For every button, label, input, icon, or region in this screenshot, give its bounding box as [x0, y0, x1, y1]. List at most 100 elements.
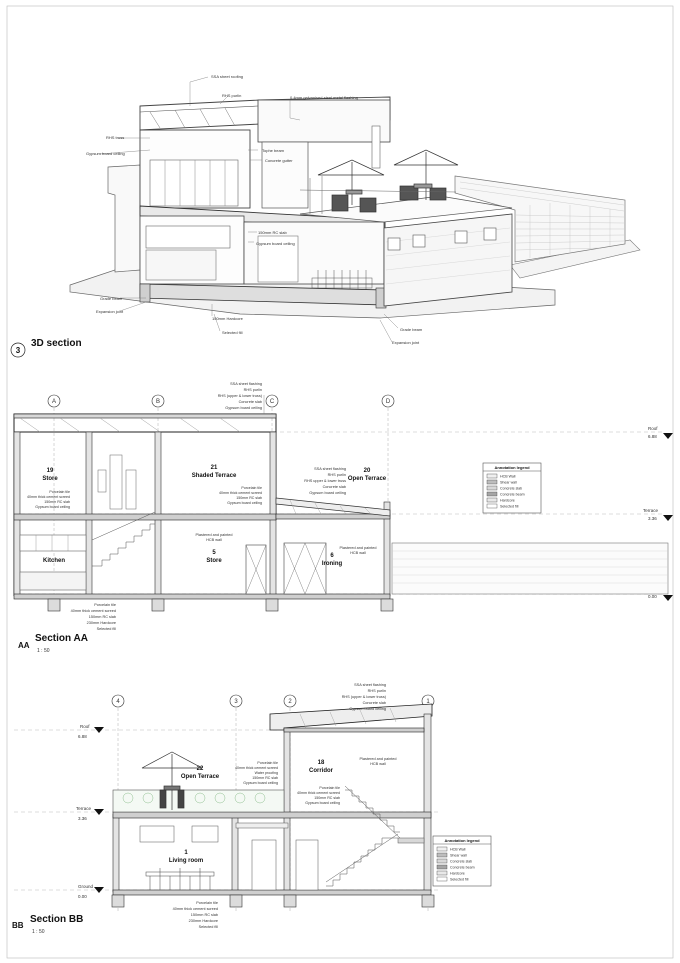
- note-aa-ground-2: 150mm RC slab: [89, 615, 116, 619]
- room-bb-18-name: Corridor: [309, 768, 334, 774]
- view-bb-title: Section BB: [30, 914, 83, 925]
- room-aa-5-name: Store: [206, 558, 222, 564]
- note-3d-selected-fill: Selected fill: [222, 330, 243, 335]
- view-bb-letter: BB: [12, 921, 24, 930]
- note-bb-ground-4: Selected fill: [199, 925, 219, 929]
- note-aa-floor-1: 40mm thick cement screed: [27, 495, 70, 499]
- note-bb-roof-4: Gypsum board ceiling: [349, 707, 386, 711]
- grid-label-bb-3: 3: [234, 699, 238, 705]
- legend-bb: Annotation legend HCB Wall Shear wall Co…: [432, 835, 492, 887]
- level-bb-ground-value: 0.00: [78, 894, 87, 899]
- grid-bubble-aa-b: [151, 394, 165, 408]
- note-aa-terrace-1: RHS purlin: [328, 473, 346, 477]
- note-aa-store-0: Porcelain tile: [241, 486, 262, 490]
- note-3d-truss: RHS truss: [106, 135, 124, 140]
- legend-bb-item-2: Concrete slab: [450, 860, 472, 864]
- note-aa-roof-3: Concrete slab: [239, 400, 262, 404]
- room-bb-1-name: Living room: [169, 858, 203, 864]
- note-bb-roof-2: RHS (upper & lower truss): [342, 695, 387, 699]
- note-3d-grade-beam-right: Grade beam: [400, 327, 423, 332]
- legend-bb-title: Annotation legend: [444, 838, 480, 843]
- grid-bubble-bb-2: [283, 694, 297, 708]
- note-aa-ground-3: 230mm Hardcore: [87, 621, 116, 625]
- level-aa-roof-name: Roof: [648, 426, 658, 431]
- legend-aa-item-0: HCB Wall: [500, 475, 516, 479]
- note-aa-terrace-3: Concrete slab: [323, 485, 346, 489]
- grid-bubble-aa-d: [381, 394, 395, 408]
- room-aa-5-num: 5: [212, 550, 216, 556]
- level-aa-roof-value: 6.88: [648, 434, 657, 439]
- note-aa-roof-0: SSA sheet flashing: [230, 382, 262, 386]
- boundary-wall-3d: [454, 175, 626, 263]
- note-aa-floor-0: Porcelain tile: [49, 490, 70, 494]
- note-bb-roof-1: RHS purlin: [368, 689, 386, 693]
- legend-bb-item-1: Shear wall: [450, 854, 467, 858]
- level-aa-terrace-name: Terrace: [643, 508, 659, 513]
- note-3d-ceiling-upper: Gypsum board ceiling: [86, 151, 125, 156]
- note-bb-wall-0: Plastered and painted: [360, 757, 397, 761]
- legend-aa: Annotation legend HCB Wall Shear wall Co…: [482, 462, 542, 514]
- grid-label-aa-d: D: [386, 399, 391, 405]
- room-aa-kitchen-name: Kitchen: [43, 558, 65, 564]
- note-aa-store-3: Gypsum board ceiling: [227, 501, 262, 505]
- room-aa-20-num: 20: [364, 468, 371, 474]
- note-aa-roof-2: RHS (upper & lower truss): [218, 394, 263, 398]
- legend-bb-item-0: HCB Wall: [450, 848, 466, 852]
- note-3d-gutter: Concrete gutter: [265, 158, 293, 163]
- view-3d-section: SSA sheet roofing RHS purlin 0.4mm galva…: [10, 74, 641, 358]
- level-aa-ground-value: 0.00: [648, 594, 657, 599]
- note-bb-ground-1: 40mm thick cement screed: [173, 907, 218, 911]
- note-bb-terrace-4: Gypsum board ceiling: [243, 781, 278, 785]
- note-bb-ground-0: Porcelain tile: [196, 901, 218, 905]
- view-section-aa: A B C D Roof 6.88 Terrace 3.36 Ground 0.…: [13, 382, 673, 654]
- note-3d-flashing: 0.4mm galvanised steel metal flashing: [290, 95, 358, 100]
- level-bb-roof-value: 6.88: [78, 734, 87, 739]
- view-section-bb: 4 3 2 1 Roof 6.88 Terrace 3.36 Ground 0.…: [12, 683, 492, 935]
- grid-label-bb-4: 4: [116, 699, 120, 705]
- note-aa-wall-store-1: HCB wall: [206, 538, 222, 542]
- legend-aa-item-3: Concrete beam: [500, 493, 525, 497]
- note-3d-tophe-beam: Tophe beam: [262, 148, 285, 153]
- terrace-umbrellas-3d: [317, 149, 459, 213]
- view-number-bubble: [10, 342, 26, 358]
- note-3d-ceiling-lower: Gypsum board ceiling: [256, 241, 295, 246]
- level-bb-roof-name: Roof: [80, 724, 90, 729]
- note-aa-floor-3: Gypsum board ceiling: [35, 505, 70, 509]
- note-aa-terrace-0: SSA sheet flashing: [314, 467, 346, 471]
- room-bb-22-num: 22: [197, 766, 204, 772]
- legend-aa-item-5: Selected fill: [500, 505, 519, 509]
- note-aa-floor-2: 150mm RC slab: [44, 500, 70, 504]
- grid-label-bb-2: 2: [288, 699, 292, 705]
- note-bb-terrace-0: Porcelain tile: [257, 761, 278, 765]
- note-3d-rc-slab: 150mm RC slab: [258, 230, 287, 235]
- level-bb-terrace-value: 3.36: [78, 816, 87, 821]
- grid-bubble-bb-3: [229, 694, 243, 708]
- note-aa-ground-1: 40mm thick cement screed: [71, 609, 116, 613]
- note-bb-wall-1: HCB wall: [370, 762, 386, 766]
- note-bb-ground-2: 150mm RC slab: [191, 913, 218, 917]
- grid-label-aa-b: B: [156, 399, 160, 405]
- legend-bb-item-4: Hardcore: [450, 872, 465, 876]
- room-aa-21-name: Shaded Terrace: [192, 473, 237, 479]
- note-3d-hardcore: 150mm Hardcore: [212, 316, 244, 321]
- room-aa-6-num: 6: [330, 553, 334, 559]
- note-bb-terrace-3: 150mm RC slab: [252, 776, 278, 780]
- room-aa-6-name: Ironing: [322, 561, 343, 567]
- room-aa-20-name: Open Terrace: [348, 476, 387, 482]
- room-bb-22-name: Open Terrace: [181, 774, 220, 780]
- room-bb-1-num: 1: [184, 850, 188, 856]
- grid-label-bb-1: 1: [426, 699, 430, 705]
- view-aa-scale: 1 : 50: [37, 648, 50, 654]
- room-aa-21-num: 21: [211, 465, 218, 471]
- note-bb-roof-0: SSA sheet flashing: [354, 683, 386, 687]
- note-aa-roof-1: RHS purlin: [244, 388, 262, 392]
- room-aa-19-num: 19: [47, 468, 54, 474]
- note-bb-corridor-0: Porcelain tile: [319, 786, 340, 790]
- view-3d-title: 3D section: [31, 338, 82, 349]
- room-bb-18-num: 18: [318, 760, 325, 766]
- note-bb-corridor-1: 40mm thick cement screed: [297, 791, 340, 795]
- legend-aa-item-1: Shear wall: [500, 481, 517, 485]
- level-bb-ground-name: Ground: [78, 884, 94, 889]
- note-aa-terrace-2: RHS upper & lower truss: [304, 479, 346, 483]
